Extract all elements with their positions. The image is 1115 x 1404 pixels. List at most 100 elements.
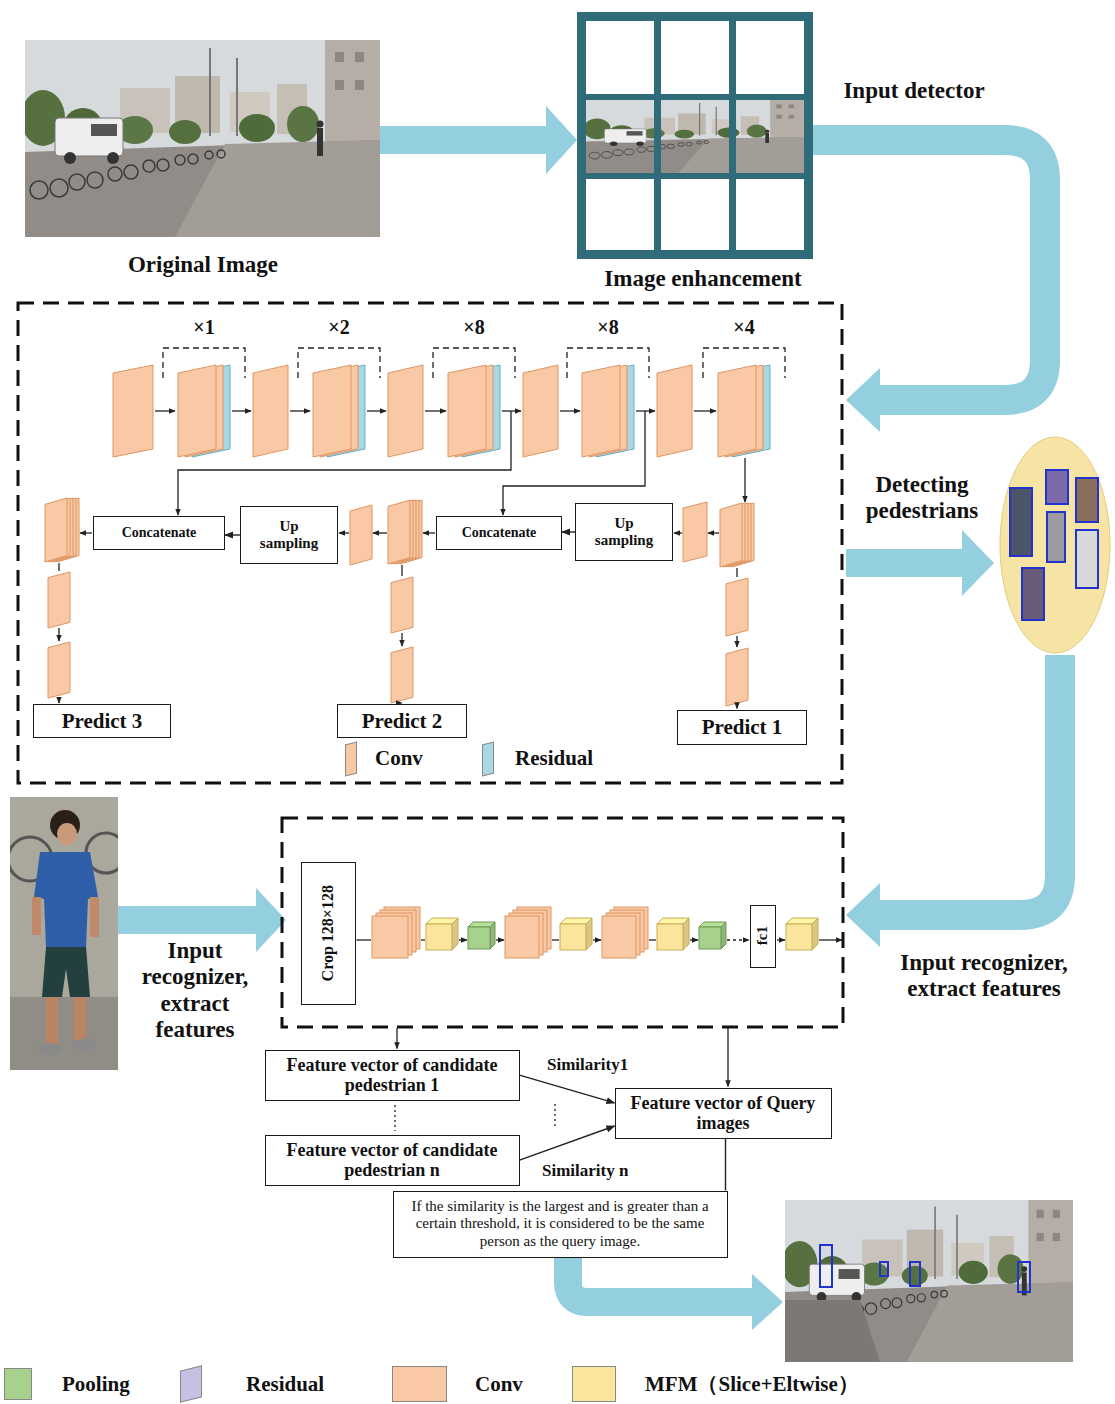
node-text: Up sampling — [255, 518, 323, 553]
edge-label: Similarity1 — [545, 1055, 630, 1075]
feature-map — [505, 916, 539, 958]
enhancement-grid — [661, 21, 729, 94]
legend-text: Pooling — [62, 1372, 130, 1396]
node-text: Predict 2 — [362, 709, 443, 733]
legend-swatch — [482, 742, 494, 777]
layer-plate — [253, 365, 288, 457]
feature-box: Feature vector of Query images — [615, 1088, 832, 1139]
result-photo — [910, 1262, 920, 1286]
flow-line — [649, 939, 656, 940]
layer-plate — [113, 365, 153, 457]
query-photo — [8, 797, 126, 1070]
enhancement-grid — [586, 21, 654, 94]
cube-front — [786, 924, 812, 950]
node-text: Predict 3 — [62, 709, 143, 733]
flow-line — [674, 532, 682, 533]
flow-line — [394, 1105, 395, 1131]
cube-front — [426, 924, 452, 950]
repeat-count: ×2 — [314, 316, 364, 339]
detections-ellipse — [1010, 488, 1032, 556]
layer-plate — [178, 365, 216, 457]
flow-arrow — [846, 549, 964, 577]
enhancement-grid — [736, 179, 804, 250]
flow-line — [232, 410, 251, 411]
arrow-label: Input detector — [819, 78, 1009, 104]
flow-line — [163, 348, 245, 378]
original-photo — [21, 40, 380, 237]
enhancement-grid — [729, 100, 736, 173]
recognizer-frame — [282, 818, 843, 1027]
repeat-count: ×8 — [449, 316, 499, 339]
result-photo — [785, 1300, 880, 1362]
result-photo — [782, 1200, 1073, 1362]
enhancement-grid — [584, 100, 804, 173]
flow-line — [290, 410, 310, 411]
layer-plate — [683, 502, 707, 562]
flow-line — [744, 458, 745, 502]
crop-box: Crop 128×128 — [301, 862, 356, 1005]
flow-line — [367, 410, 386, 411]
operation-box: Up sampling — [575, 503, 673, 561]
cube-side — [586, 918, 592, 950]
detections-ellipse — [1076, 478, 1098, 522]
arrow-label: Input recognizer, extract features — [125, 938, 265, 1044]
flow-line — [401, 633, 402, 646]
flow-line — [58, 698, 59, 703]
layer-plate — [391, 577, 413, 633]
result-photo — [880, 1262, 888, 1276]
flow-line — [727, 939, 749, 940]
layer-plate — [388, 500, 410, 564]
flow-arrow — [568, 1258, 752, 1302]
detector-frame — [18, 303, 842, 783]
flow-arrow-head — [546, 106, 577, 174]
detections-ellipse — [1000, 437, 1110, 653]
flow-line — [819, 939, 842, 940]
image-caption: Original Image — [73, 252, 333, 278]
repeat-count: ×8 — [583, 316, 633, 339]
detections-ellipse — [1022, 568, 1044, 620]
node-text: Predict 1 — [702, 715, 783, 739]
flow-line — [736, 636, 737, 647]
layer-plate — [313, 365, 351, 457]
feature-box: Feature vector of candidate pedestrian n — [265, 1135, 520, 1186]
flow-arrow-head — [752, 1274, 783, 1330]
predict-box: Predict 1 — [677, 710, 807, 745]
arrow-label: Detecting pedestrians — [852, 472, 992, 525]
node-text: Feature vector of Query images — [622, 1093, 825, 1134]
operation-box: Concatenate — [93, 516, 225, 550]
flow-arrow-head — [846, 368, 880, 432]
network-layers — [45, 348, 842, 1131]
enhancement-grid — [661, 179, 729, 250]
feature-map — [372, 916, 408, 958]
flow-line — [178, 411, 511, 515]
node-text: Feature vector of candidate pedestrian n — [272, 1140, 513, 1181]
enhancement-grid — [736, 21, 804, 94]
connector — [562, 531, 575, 532]
cube-side — [812, 918, 818, 950]
cube-front — [560, 924, 586, 950]
connector — [725, 1139, 726, 1191]
detections-ellipse — [1047, 512, 1065, 562]
flow-line — [496, 939, 504, 940]
legend-swatch — [180, 1365, 202, 1402]
flow-line — [58, 628, 59, 641]
repeat-count: ×4 — [719, 316, 769, 339]
flow-line — [396, 1028, 397, 1049]
flow-line — [373, 532, 387, 533]
connector — [520, 1075, 615, 1103]
layer-plate — [391, 647, 413, 703]
feature-box: Feature vector of candidate pedestrian 1 — [265, 1050, 520, 1101]
result-photo — [820, 1245, 832, 1287]
cube-front — [657, 924, 683, 950]
result-photo — [782, 1200, 1073, 1362]
enhancement-grid — [577, 12, 813, 259]
flow-arrow — [813, 140, 1045, 400]
flow-line — [593, 939, 601, 940]
flow-line — [401, 565, 402, 576]
flow-line — [694, 410, 716, 411]
layer-plate — [388, 365, 423, 457]
flow-line — [567, 348, 649, 378]
node-text: If the similarity is the largest and is … — [400, 1198, 721, 1250]
flow-line — [58, 563, 59, 571]
